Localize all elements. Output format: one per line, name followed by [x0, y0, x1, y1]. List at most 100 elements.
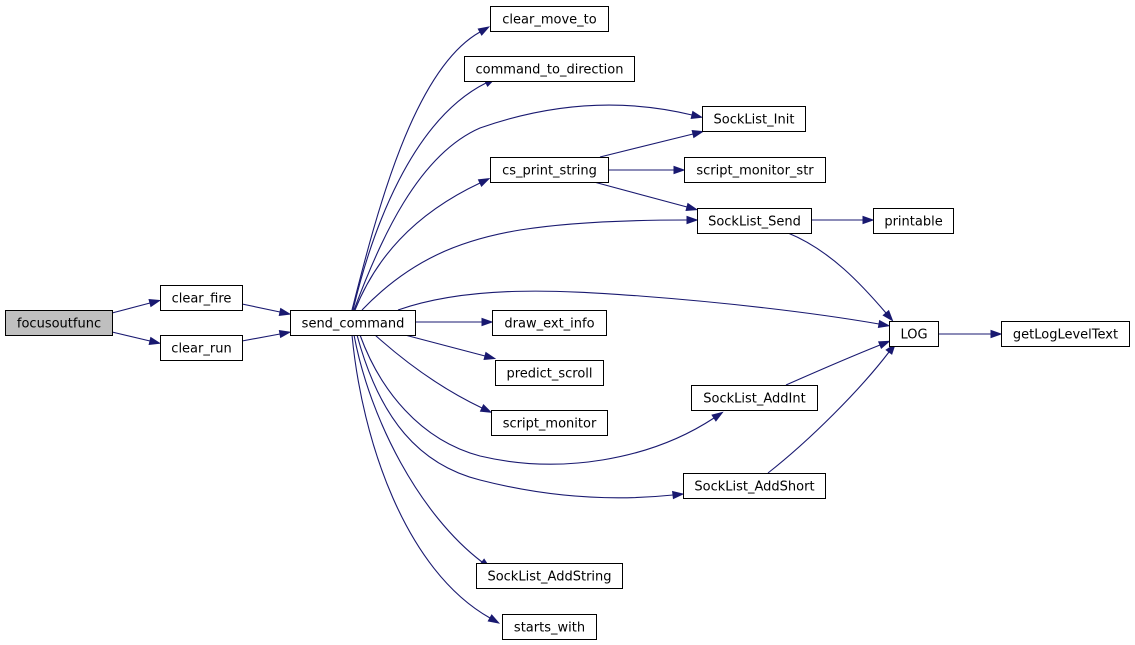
node-label: draw_ext_info	[504, 317, 594, 332]
node-printable[interactable]: printable	[873, 208, 954, 234]
arrowhead	[148, 336, 162, 345]
node-box	[1001, 321, 1130, 347]
edge-send_command-to-SockList_AddInt	[359, 334, 724, 465]
edge-send_command-to-clear_move_to	[351, 26, 491, 311]
edge-line	[767, 351, 890, 474]
node-label: SockList_AddInt	[703, 392, 805, 407]
edge-line	[351, 31, 481, 311]
arrowhead	[477, 178, 491, 188]
node-socklist-addint[interactable]: SockList_AddInt	[691, 385, 818, 411]
node-label: LOG	[900, 328, 927, 343]
node-box	[490, 157, 609, 183]
nodes-layer: focusoutfunc clear_fire clear_run send_comm…	[5, 6, 1130, 640]
node-label: clear_run	[171, 342, 231, 357]
edge-line	[354, 182, 481, 311]
node-box	[495, 360, 604, 386]
edge-clear_fire-to-send_command	[241, 303, 292, 316]
edge-line	[356, 334, 674, 499]
node-command-to-direction[interactable]: command_to_direction	[464, 56, 635, 82]
node-label: predict_scroll	[506, 367, 592, 382]
arrowhead	[278, 329, 292, 339]
edge-send_command-to-command_to_direction	[352, 77, 497, 311]
arrowhead	[990, 329, 1003, 339]
node-cs-print-string[interactable]: cs_print_string	[490, 157, 609, 183]
edge-send_command-to-starts_with	[351, 334, 501, 624]
edge-line	[353, 104, 693, 311]
arrowhead	[479, 403, 493, 413]
node-log[interactable]: LOG	[889, 321, 939, 347]
node-socklist-addstring[interactable]: SockList_AddString	[476, 563, 623, 589]
node-send-command[interactable]: send_command	[290, 310, 416, 336]
node-script-monitor-str[interactable]: script_monitor_str	[684, 157, 826, 183]
node-socklist-send[interactable]: SockList_Send	[697, 208, 812, 234]
node-label: SockList_Send	[708, 215, 801, 230]
arrowhead	[483, 351, 497, 360]
node-label: clear_move_to	[502, 13, 596, 28]
node-box	[691, 385, 818, 411]
edge-line	[397, 290, 880, 325]
edge-line	[787, 232, 887, 314]
node-label: SockList_Init	[714, 113, 795, 128]
edge-line	[353, 334, 483, 563]
node-clear-fire[interactable]: clear_fire	[160, 285, 243, 311]
edge-focusoutfunc-to-clear_run	[111, 331, 162, 345]
node-box	[491, 410, 608, 436]
arrowhead	[877, 340, 891, 350]
edge-line	[593, 181, 688, 208]
node-getlogleveltext[interactable]: getLogLevelText	[1001, 321, 1130, 347]
node-box	[476, 563, 623, 589]
arrowhead	[672, 490, 685, 500]
node-draw-ext-info[interactable]: draw_ext_info	[492, 310, 607, 336]
arrowhead	[481, 317, 494, 327]
node-label: printable	[884, 215, 942, 230]
edge-clear_run-to-send_command	[241, 329, 292, 342]
arrowhead	[862, 215, 875, 225]
node-box	[290, 310, 416, 336]
arrowhead	[477, 26, 491, 36]
node-box	[702, 106, 806, 132]
edge-focusoutfunc-to-clear_fire	[111, 299, 162, 314]
arrowhead	[877, 319, 891, 329]
node-label: script_monitor	[503, 417, 597, 432]
edge-cs_print_string-to-script_monitor_str	[608, 165, 686, 175]
node-label: command_to_direction	[476, 63, 624, 78]
arrowhead	[673, 165, 686, 175]
arrowhead	[487, 614, 501, 624]
arrowhead	[686, 215, 699, 225]
node-predict-scroll[interactable]: predict_scroll	[495, 360, 604, 386]
node-label: starts_with	[514, 621, 585, 636]
edge-LOG-to-getLogLevelText	[938, 329, 1003, 339]
node-box	[160, 335, 243, 361]
edge-line	[359, 334, 715, 465]
arrowhead	[148, 299, 162, 308]
node-box	[684, 157, 826, 183]
arrowhead	[690, 110, 704, 119]
edge-line	[785, 344, 881, 386]
node-box	[697, 208, 812, 234]
node-box	[889, 321, 939, 347]
node-starts-with[interactable]: starts_with	[502, 614, 597, 640]
edge-SockList_Send-to-printable	[811, 215, 875, 225]
node-box	[492, 310, 607, 336]
node-box	[490, 6, 609, 32]
edge-send_command-to-draw_ext_info	[415, 317, 494, 327]
node-clear-move-to[interactable]: clear_move_to	[490, 6, 609, 32]
node-focusoutfunc[interactable]: focusoutfunc	[5, 310, 113, 336]
node-socklist-init[interactable]: SockList_Init	[702, 106, 806, 132]
edge-send_command-to-SockList_Send	[361, 215, 699, 311]
edge-line	[374, 334, 483, 409]
edge-send_command-to-SockList_AddShort	[356, 334, 685, 500]
node-label: cs_print_string	[502, 164, 597, 179]
node-label: clear_fire	[172, 292, 232, 307]
edge-SockList_Send-to-LOG	[787, 232, 894, 322]
node-script-monitor[interactable]: script_monitor	[491, 410, 608, 436]
node-label: script_monitor_str	[696, 164, 814, 179]
edge-send_command-to-cs_print_string	[354, 178, 491, 311]
edge-send_command-to-script_monitor	[374, 334, 493, 413]
node-clear-run[interactable]: clear_run	[160, 335, 243, 361]
edge-line	[241, 303, 281, 313]
node-socklist-addshort[interactable]: SockList_AddShort	[683, 473, 826, 499]
edge-line	[351, 334, 491, 619]
edge-line	[352, 82, 487, 311]
